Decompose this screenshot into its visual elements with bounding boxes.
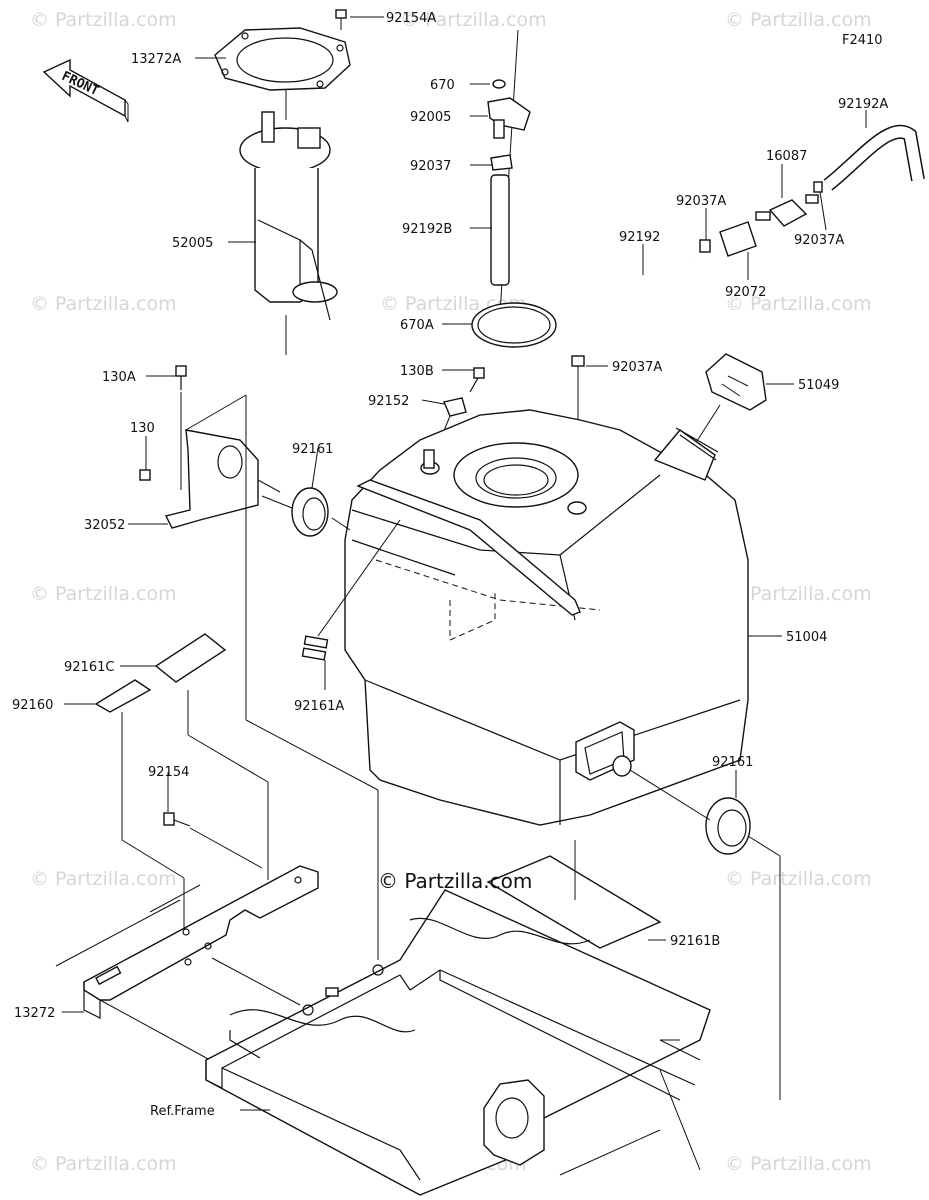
part-label-670[interactable]: 670 [430,78,455,93]
fuel-cap-group [687,353,767,456]
clamp [813,181,823,193]
bracket-group [139,365,281,529]
part-label-52005[interactable]: 52005 [172,236,213,251]
bolt-icon [473,367,485,379]
clamp [490,154,513,171]
part-label-92161b[interactable]: 92161B [670,934,720,949]
frame-group [55,865,711,1196]
part-labels: 92154A 13272A 52005 670 92005 92037 9219… [12,11,888,1119]
part-label-92160[interactable]: 92160 [12,698,53,713]
part-label-92037[interactable]: 92037 [410,159,451,174]
vent-hose [490,174,510,286]
part-label-92037a[interactable]: 92037A [794,233,844,248]
fuel-cap [705,353,767,411]
figure-code: F2410 [842,33,883,48]
part-label-130[interactable]: 130 [130,421,155,436]
bolt-92154 [163,812,263,869]
pads [94,633,227,713]
pump-gasket [214,27,351,91]
center-watermark: © Partzilla.com [378,869,532,893]
mount-bracket [164,429,259,529]
damper-92161a [301,519,401,690]
part-label-92037a[interactable]: 92037A [676,194,726,209]
part-label-130a[interactable]: 130A [102,370,136,385]
watermark: © Partzilla.com [30,1153,177,1175]
clamp [571,355,585,367]
part-label-13272[interactable]: 13272 [14,1006,55,1021]
watermark: © Partzilla.com [725,9,872,31]
part-label-670a[interactable]: 670A [400,318,434,333]
pad [154,633,227,683]
part-label-92152[interactable]: 92152 [368,394,409,409]
fuel-filter [768,199,808,227]
part-label-ref-frame[interactable]: Ref.Frame [150,1104,215,1119]
watermark: © Partzilla.com [400,9,547,31]
pad [486,855,662,949]
part-label-130b[interactable]: 130B [400,364,434,379]
pad [94,679,152,713]
grommet-upper [261,487,351,537]
watermark: © Partzilla.com [725,583,872,605]
fuel-pump-group [214,9,351,355]
part-label-92005[interactable]: 92005 [410,110,451,125]
watermark: © Partzilla.com [30,293,177,315]
front-arrow: FRONT [42,58,129,123]
part-label-92154a[interactable]: 92154A [386,11,436,26]
tank-bracket [83,865,319,1001]
vent-hose-group [471,29,557,348]
o-ring [492,79,506,89]
part-label-92192b[interactable]: 92192B [402,222,452,237]
part-label-92161c[interactable]: 92161C [64,660,114,675]
part-label-92154[interactable]: 92154 [148,765,189,780]
part-label-16087[interactable]: 16087 [766,149,807,164]
fuel-tank [344,409,749,826]
watermark: © Partzilla.com [725,868,872,890]
bolt-icon [175,365,187,377]
part-label-51004[interactable]: 51004 [786,630,827,645]
watermark: © Partzilla.com [725,293,872,315]
part-label-92192[interactable]: 92192 [619,230,660,245]
watermark: © Partzilla.com [30,868,177,890]
part-label-32052[interactable]: 32052 [84,518,125,533]
part-label-92161[interactable]: 92161 [712,755,753,770]
pad-92161b [486,840,662,949]
part-label-92037a[interactable]: 92037A [612,360,662,375]
part-label-92161[interactable]: 92161 [292,442,333,457]
clamp [699,239,711,253]
bolt-icon [163,812,175,826]
part-label-13272a[interactable]: 13272A [131,52,181,67]
watermark: © Partzilla.com [30,9,177,31]
front-label: FRONT [59,69,101,99]
part-label-92072[interactable]: 92072 [725,285,766,300]
bolt-icon [139,469,151,481]
part-label-92161a[interactable]: 92161A [294,699,344,714]
cap [443,397,467,417]
part-label-92192a[interactable]: 92192A [838,97,888,112]
label-leaders [62,16,867,1111]
watermark: © Partzilla.com [725,1153,872,1175]
part-label-51049[interactable]: 51049 [798,378,839,393]
watermark: © Partzilla.com [30,583,177,605]
breather-hoses [571,124,925,500]
large-o-ring [471,302,557,348]
hose-joint [719,221,757,257]
grommet-lower [629,769,781,1100]
bolt-icon [335,9,347,19]
